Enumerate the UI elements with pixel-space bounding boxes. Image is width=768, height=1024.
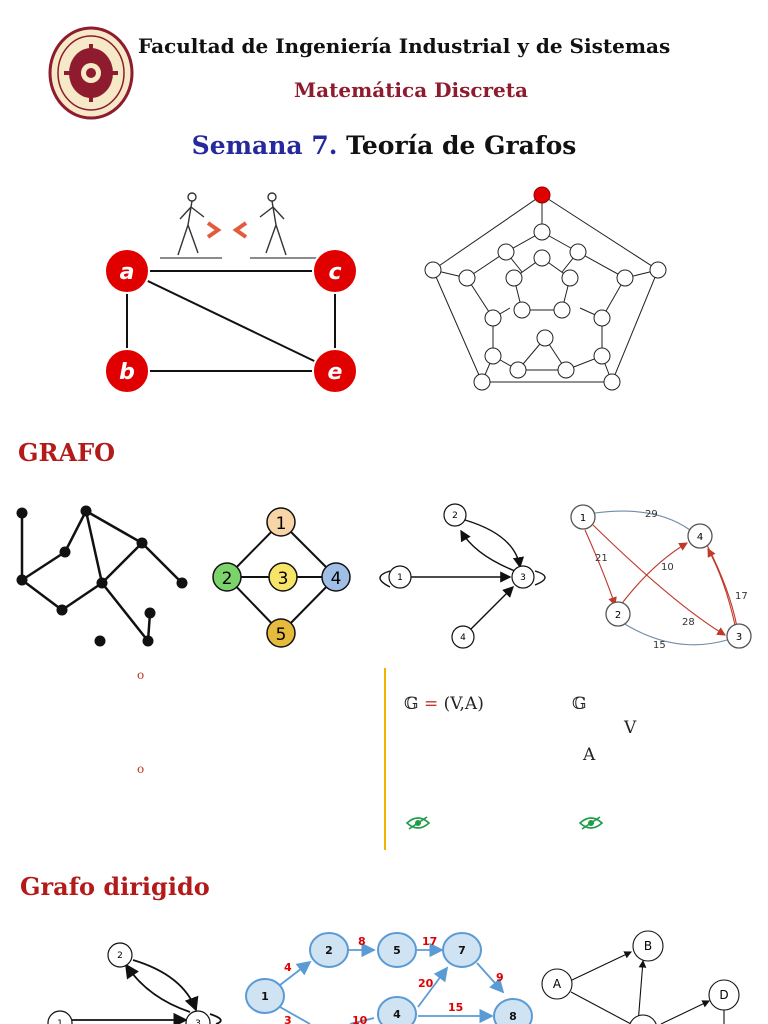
weighted-node-3: 3 [736,632,742,643]
course-title: Matemática Discreta [294,78,528,102]
blue-weight-20: 20 [418,977,434,990]
graph-abce-edges [126,270,336,372]
symbol-A: A [583,745,596,765]
walker-right-icon [259,192,287,256]
graph-node-e: e [312,348,358,394]
weight-10: 10 [661,562,674,573]
symbol-V: V [624,718,637,738]
graph-undirected-black [16,505,188,647]
graph-colored-1-5: 1 2 3 4 5 [212,507,351,648]
blue-weight-17: 17 [422,935,437,948]
blue-node-7: 7 [458,944,466,957]
walker-left-icon [177,192,205,256]
graph-dirigido-weighted-blue: 1 2 5 7 4 8 4 8 17 9 20 15 3 10 [245,932,533,1024]
highlighted-vertex [533,186,551,204]
blue-node-4: 4 [393,1008,401,1021]
blue-weight-9: 9 [496,971,504,984]
bullet-1: o [137,668,145,682]
symbol-G-2: 𝔾 [572,694,587,714]
arrow-right-icon [206,221,222,239]
weighted-node-4: 4 [697,532,703,543]
arrow-left-icon [232,221,248,239]
graph-abce-figure: a c b e [104,192,358,394]
eye-icon [578,816,604,830]
symbol-G: 𝔾 [404,694,419,714]
blue-weight-8: 8 [358,935,366,948]
svg-text:5: 5 [276,625,287,645]
symbol-equals: = [423,694,439,714]
weight-21: 21 [595,553,608,564]
weight-28: 28 [682,617,695,628]
faculty-title: Facultad de Ingeniería Industrial y de S… [138,34,671,58]
blue-node-1: 1 [261,990,269,1003]
graph-dirigido-small: 2 1 3 [47,942,222,1024]
bullet-2: o [137,762,145,776]
letter-node-A: A [553,977,562,991]
weight-15: 15 [653,640,666,651]
page-title: Semana 7. Teoría de Grafos [0,131,768,160]
weight-17: 17 [735,591,748,602]
svg-text:4: 4 [331,569,342,589]
svg-text:2: 2 [222,569,233,589]
section-grafo-heading: GRAFO [18,438,116,467]
node-4: 4 [321,562,351,592]
blue-node-8: 8 [509,1010,517,1023]
section-grafo-dirigido-heading: Grafo dirigido [20,872,210,901]
weighted-node-1: 1 [580,513,586,524]
symbol-pair: (V,A) [443,694,484,714]
university-logo [48,26,134,120]
node-3: 3 [268,562,298,592]
graph-node-c: c [312,248,358,294]
dir-node-2: 2 [117,951,123,961]
weight-29: 29 [645,509,658,520]
svg-text:b: b [119,360,135,385]
blue-weight-3: 3 [284,1014,292,1024]
node-2: 2 [212,562,242,592]
blue-weight-10: 10 [352,1014,368,1024]
accent-divider [384,668,386,850]
node-1: 1 [266,507,296,537]
graph-definition-formula: 𝔾 = (V,A) [404,694,484,714]
dodecahedron-graph [424,186,667,391]
blue-weight-15: 15 [448,1001,463,1014]
svg-text:c: c [328,260,341,285]
node-5: 5 [266,618,296,648]
svg-text:3: 3 [278,569,289,589]
letter-node-D: D [719,988,728,1002]
svg-text:e: e [328,360,343,385]
loop-node-2: 2 [452,511,458,521]
graph-node-a: a [104,248,150,294]
weighted-node-2: 2 [615,610,621,621]
loop-node-1: 1 [397,573,403,583]
graph-loops: 2 1 3 4 [379,503,546,649]
eye-icon [405,816,431,830]
loop-node-3: 3 [520,573,526,583]
graph-node-b: b [104,348,150,394]
blue-node-2: 2 [325,944,333,957]
graph-dirigido-letters: A B D [541,930,740,1024]
graph-weighted: 1 4 2 3 29 21 10 17 28 15 [570,504,752,651]
week-label: Semana 7. [191,131,338,160]
dir-node-3: 3 [195,1019,201,1024]
week-topic: Teoría de Grafos [346,131,577,160]
svg-text:1: 1 [276,514,287,534]
svg-text:a: a [120,260,135,285]
loop-node-4: 4 [460,633,466,643]
letter-node-B: B [644,939,652,953]
dir-node-1: 1 [57,1019,63,1024]
blue-node-5: 5 [393,944,401,957]
blue-weight-4: 4 [284,961,292,974]
